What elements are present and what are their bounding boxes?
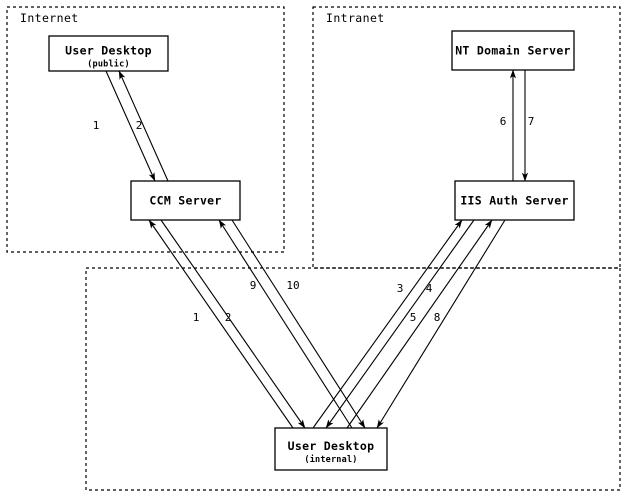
zones-layer: Internet Intranet: [6, 6, 621, 491]
flows-layer: [105, 69, 529, 429]
node-title-user-desktop-public: User Desktop: [65, 44, 152, 58]
node-box-ccm-server[interactable]: [130, 180, 241, 221]
node-title-user-desktop-internal: User Desktop: [288, 439, 375, 453]
flow-step-label-flow-9: 9: [250, 279, 257, 292]
flow-step-label-flow-1-internal: 1: [193, 311, 200, 324]
flow-step-label-flow-2-public: 2: [136, 119, 143, 132]
flow-step-label-flow-6: 6: [500, 115, 507, 128]
flow-step-label-flow-4: 4: [426, 282, 433, 295]
node-title-nt-domain-server: NT Domain Server: [455, 44, 571, 58]
zone-label-intranet: Intranet: [326, 11, 385, 25]
node-iis-auth-server[interactable]: IIS Auth Server: [454, 180, 575, 221]
flow-arrow-flow-4: [325, 219, 475, 429]
node-box-iis-auth-server[interactable]: [454, 180, 575, 221]
node-subtitle-user-desktop-internal: (internal): [304, 454, 357, 465]
flow-arrow-flow-9: [218, 219, 353, 429]
node-box-nt-domain-server[interactable]: [451, 30, 575, 71]
flow-arrow-flow-8: [376, 219, 506, 429]
flow-labels-layer: 1 2 6 7 1 2 9 10 3 4 5 8: [93, 115, 535, 324]
node-user-desktop-internal[interactable]: User Desktop(internal): [274, 427, 388, 471]
node-subtitle-user-desktop-public: (public): [87, 59, 130, 70]
node-nt-domain-server[interactable]: NT Domain Server: [451, 30, 575, 71]
flow-arrow-flow-5: [346, 219, 493, 429]
node-title-iis-auth-server: IIS Auth Server: [460, 194, 568, 208]
flow-arrow-flow-1-public: [105, 70, 156, 182]
flow-step-label-flow-1-public: 1: [93, 119, 100, 132]
node-ccm-server[interactable]: CCM Server: [130, 180, 241, 221]
flow-step-label-flow-2-internal: 2: [225, 311, 232, 324]
flow-step-label-flow-10: 10: [286, 279, 299, 292]
zone-label-internet: Internet: [20, 11, 79, 25]
flow-arrow-flow-10: [231, 219, 366, 429]
flow-arrow-flow-2-public: [118, 70, 169, 182]
node-box-user-desktop-public[interactable]: [48, 35, 169, 72]
flow-arrow-flow-3: [312, 219, 463, 429]
node-user-desktop-public[interactable]: User Desktop(public): [48, 35, 169, 72]
flow-step-label-flow-3: 3: [397, 282, 404, 295]
zone-boundary-internet: [6, 6, 285, 253]
flow-step-label-flow-7: 7: [528, 115, 535, 128]
node-box-user-desktop-internal[interactable]: [274, 427, 388, 471]
flow-arrow-flow-1-internal: [148, 219, 294, 429]
flow-step-label-flow-8: 8: [434, 311, 441, 324]
node-title-ccm-server: CCM Server: [149, 194, 221, 208]
flow-step-label-flow-5: 5: [410, 311, 417, 324]
zone-internal: [85, 267, 621, 491]
zone-boundary-internal: [85, 267, 621, 491]
flow-arrow-flow-2-internal: [160, 219, 306, 429]
zone-internet: Internet: [6, 6, 285, 253]
